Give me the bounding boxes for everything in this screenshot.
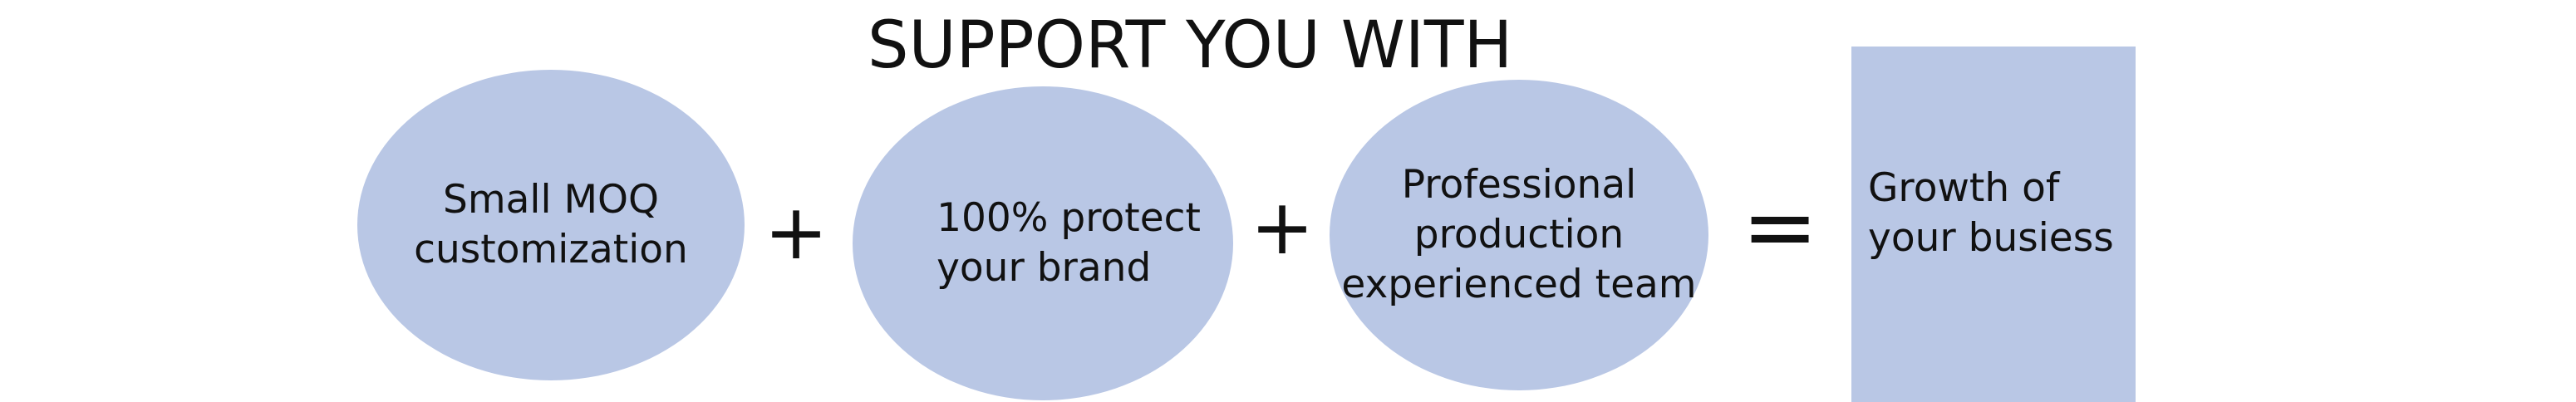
support-item-label: Professional production experienced team [1341,162,1697,307]
result-growth-box: Growth of your busiess [1851,47,2136,402]
plus-operator: + [1250,183,1315,272]
support-item-production-team: Professional production experienced team [1330,80,1708,390]
support-item-label: 100% protect your brand [937,195,1201,291]
support-item-small-moq: Small MOQ customization [357,70,745,380]
equals-operator: = [1742,174,1819,280]
support-item-brand-protection: 100% protect your brand [853,86,1233,400]
diagram-title: SUPPORT YOU WITH [868,8,1513,83]
support-item-label: Small MOQ customization [414,177,688,272]
plus-operator: + [764,188,828,277]
result-label: Growth of your busiess [1868,165,2114,261]
